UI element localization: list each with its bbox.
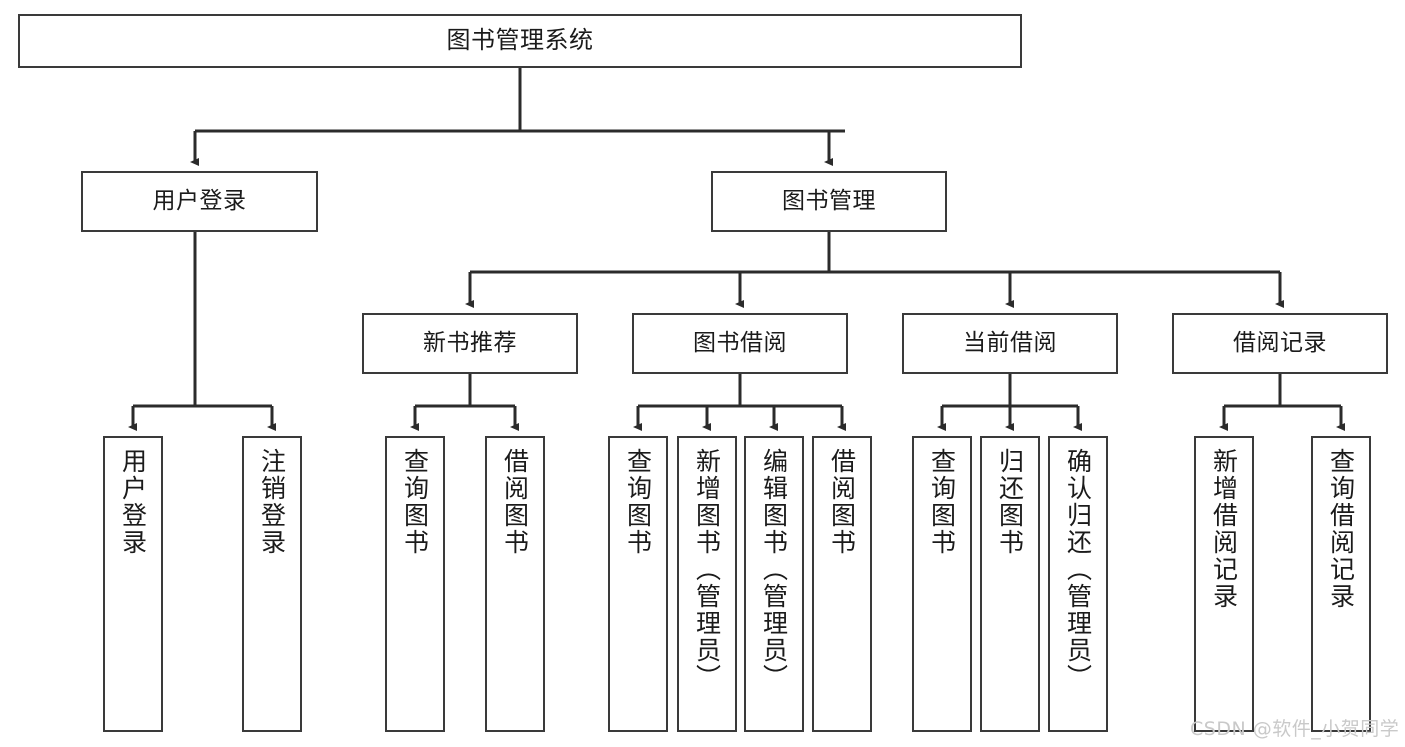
leaf-query-borrow-record[interactable]: 查询借阅记录 xyxy=(1311,436,1371,732)
node-root-book-management-system[interactable]: 图书管理系统 xyxy=(18,14,1022,68)
leaf-logout-login[interactable]: 注销登录 xyxy=(242,436,302,732)
node-book-borrowing[interactable]: 图书借阅 xyxy=(632,313,848,374)
node-label: 用户登录 xyxy=(118,448,148,556)
leaf-query-book-current[interactable]: 查询图书 xyxy=(912,436,972,732)
node-label: 查询图书 xyxy=(927,448,957,556)
leaf-confirm-return-admin[interactable]: 确认归还（管理员） xyxy=(1048,436,1108,732)
node-label: 注销登录 xyxy=(257,448,287,556)
node-book-management[interactable]: 图书管理 xyxy=(711,171,947,232)
node-label: 查询借阅记录 xyxy=(1326,448,1356,610)
node-label: 借阅图书 xyxy=(827,448,857,556)
node-borrowing-record[interactable]: 借阅记录 xyxy=(1172,313,1388,374)
leaf-query-book-borrow[interactable]: 查询图书 xyxy=(608,436,668,732)
node-label: 图书借阅 xyxy=(693,330,787,357)
node-label: 用户登录 xyxy=(152,188,247,215)
node-user-login[interactable]: 用户登录 xyxy=(81,171,318,232)
node-label: 查询图书 xyxy=(400,448,430,556)
leaf-borrow-book[interactable]: 借阅图书 xyxy=(812,436,872,732)
leaf-borrow-book-new-rec[interactable]: 借阅图书 xyxy=(485,436,545,732)
node-label: 编辑图书（管理员） xyxy=(759,448,789,691)
node-label: 图书管理 xyxy=(782,188,876,215)
leaf-add-book-admin[interactable]: 新增图书（管理员） xyxy=(677,436,737,732)
leaf-return-book[interactable]: 归还图书 xyxy=(980,436,1040,732)
node-label: 图书管理系统 xyxy=(446,26,594,55)
node-label: 当前借阅 xyxy=(963,330,1057,357)
node-label: 借阅图书 xyxy=(500,448,530,556)
node-label: 借阅记录 xyxy=(1233,330,1327,357)
leaf-edit-book-admin[interactable]: 编辑图书（管理员） xyxy=(744,436,804,732)
node-label: 确认归还（管理员） xyxy=(1063,448,1093,691)
csdn-watermark: CSDN @软件_小贺同学 xyxy=(1190,718,1400,740)
node-label: 归还图书 xyxy=(995,448,1025,556)
node-current-borrowing[interactable]: 当前借阅 xyxy=(902,313,1118,374)
leaf-query-book-new-rec[interactable]: 查询图书 xyxy=(385,436,445,732)
node-new-book-recommendation[interactable]: 新书推荐 xyxy=(362,313,578,374)
node-label: 新书推荐 xyxy=(423,330,517,357)
leaf-add-borrow-record[interactable]: 新增借阅记录 xyxy=(1194,436,1254,732)
node-label: 新增借阅记录 xyxy=(1209,448,1239,610)
leaf-user-login[interactable]: 用户登录 xyxy=(103,436,163,732)
node-label: 新增图书（管理员） xyxy=(692,448,722,691)
node-label: 查询图书 xyxy=(623,448,653,556)
